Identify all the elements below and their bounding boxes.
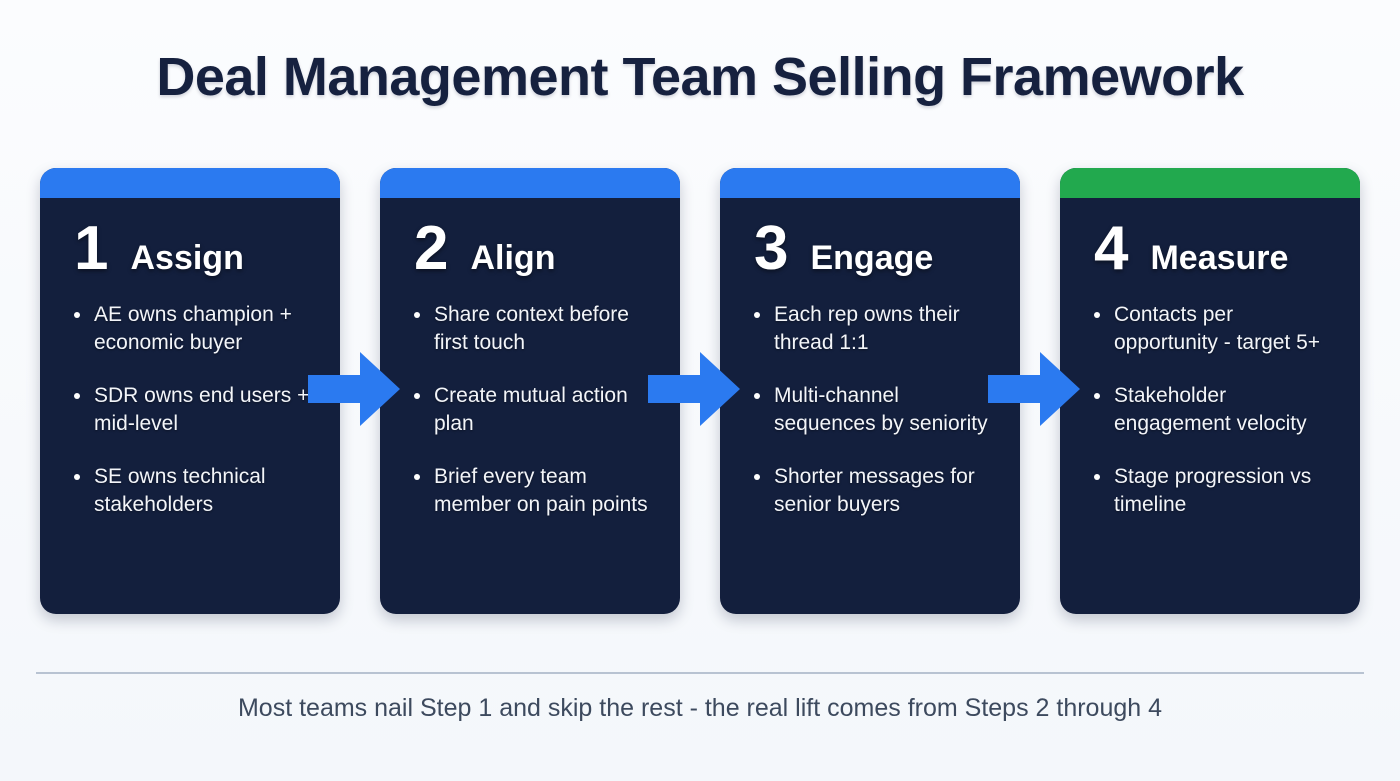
step-number: 4 (1094, 214, 1129, 283)
step-accent-bar (380, 168, 680, 198)
step-title: Measure (1150, 239, 1289, 277)
list-item: SDR owns end users + mid-level (72, 382, 316, 438)
list-item: Each rep owns their thread 1:1 (752, 301, 996, 357)
step-card-assign[interactable]: 1 Assign AE owns champion + economic buy… (40, 168, 340, 614)
step-number: 2 (414, 214, 449, 283)
step-card-content: 2 Align Share context before first touch… (380, 198, 680, 614)
step-title: Engage (810, 239, 934, 277)
step-number: 1 (74, 214, 109, 283)
list-item: AE owns champion + economic buyer (72, 301, 316, 357)
step-title: Align (470, 239, 556, 277)
step-header: 4 Measure (1084, 214, 1336, 283)
list-item: Create mutual action plan (412, 382, 656, 438)
step-bullet-list: Share context before first touch Create … (404, 301, 656, 519)
page-title: Deal Management Team Selling Framework (156, 47, 1244, 107)
step-card-align[interactable]: 2 Align Share context before first touch… (380, 168, 680, 614)
list-item: Share context before first touch (412, 301, 656, 357)
list-item: Brief every team member on pain points (412, 463, 656, 519)
step-bullet-list: Contacts per opportunity - target 5+ Sta… (1084, 301, 1336, 519)
list-item: Shorter messages for senior buyers (752, 463, 996, 519)
footer-note: Most teams nail Step 1 and skip the rest… (237, 694, 1163, 722)
step-number: 3 (754, 214, 789, 283)
steps-row: 1 Assign AE owns champion + economic buy… (40, 168, 1360, 614)
list-item: Contacts per opportunity - target 5+ (1092, 301, 1336, 357)
list-item: SE owns technical stakeholders (72, 463, 316, 519)
step-card-engage[interactable]: 3 Engage Each rep owns their thread 1:1 … (720, 168, 1020, 614)
arrow-right-icon (988, 352, 1080, 426)
arrow-right-icon (648, 352, 740, 426)
step-header: 2 Align (404, 214, 656, 283)
list-item: Stage progression vs timeline (1092, 463, 1336, 519)
step-card-measure[interactable]: 4 Measure Contacts per opportunity - tar… (1060, 168, 1360, 614)
step-bullet-list: AE owns champion + economic buyer SDR ow… (64, 301, 316, 519)
step-bullet-list: Each rep owns their thread 1:1 Multi-cha… (744, 301, 996, 519)
step-accent-bar (1060, 168, 1360, 198)
step-card-content: 4 Measure Contacts per opportunity - tar… (1060, 198, 1360, 614)
footer-divider (36, 672, 1364, 674)
list-item: Multi-channel sequences by seniority (752, 382, 996, 438)
list-item: Stakeholder engagement velocity (1092, 382, 1336, 438)
step-card-content: 1 Assign AE owns champion + economic buy… (40, 198, 340, 614)
step-accent-bar (40, 168, 340, 198)
step-header: 3 Engage (744, 214, 996, 283)
arrow-right-icon (308, 352, 400, 426)
step-card-content: 3 Engage Each rep owns their thread 1:1 … (720, 198, 1020, 614)
step-header: 1 Assign (64, 214, 316, 283)
step-title: Assign (130, 239, 244, 277)
step-accent-bar (720, 168, 1020, 198)
